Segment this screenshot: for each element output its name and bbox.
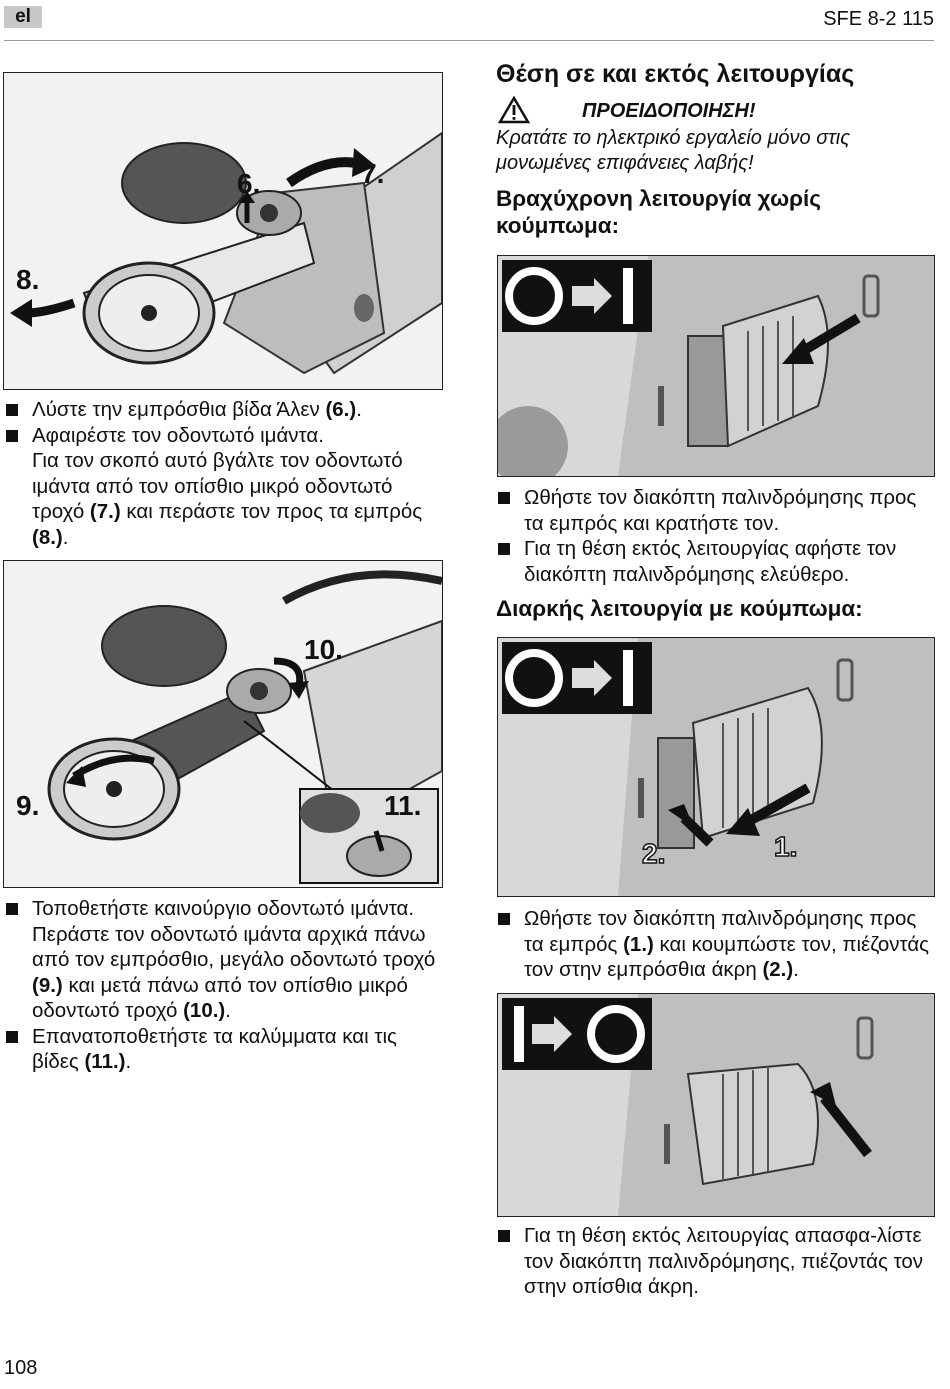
callout-7: 7. xyxy=(361,158,384,189)
figure-belt-installation: 10. 9. 11. xyxy=(3,560,443,888)
callout-9: 9. xyxy=(16,790,39,821)
warning-triangle-icon xyxy=(498,96,530,124)
figure-switch-momentary xyxy=(497,255,935,477)
figure-switch-locking: 2. 1. xyxy=(497,637,935,897)
figure-belt-removal: 6. 7. 8. xyxy=(3,72,443,390)
list-item: Επανατοποθετήστε τα καλύμματα και τις βί… xyxy=(4,1024,436,1075)
bullet-square-icon xyxy=(6,404,18,416)
callout-2: 2. xyxy=(642,838,665,869)
momentary-steps: Ωθήστε τον διακόπτη παλινδρόμησης προς τ… xyxy=(496,485,936,587)
warning-text: Κρατάτε το ηλεκτρικό εργαλείο μόνο στις … xyxy=(496,127,850,174)
callout-8: 8. xyxy=(16,264,39,295)
subsection-momentary: Βραχύχρονη λειτουργία χωρίς κούμπωμα: xyxy=(496,186,821,238)
list-item-continuation: Για τον σκοπό αυτό βγάλτε τον οδοντωτό ι… xyxy=(32,449,423,549)
figure-switch-unlock xyxy=(497,993,935,1217)
page-number: 108 xyxy=(4,1357,38,1379)
subsection-continuous: Διαρκής λειτουργία με κούμπωμα: xyxy=(496,596,863,621)
section-title: Θέση σε και εκτός λειτουργίας xyxy=(496,60,855,88)
list-item: Ωθήστε τον διακόπτη παλινδρόμησης προς τ… xyxy=(496,906,936,983)
unlock-steps: Για τη θέση εκτός λειτουργίας απασφα-λίσ… xyxy=(496,1223,936,1300)
continuous-steps: Ωθήστε τον διακόπτη παλινδρόμησης προς τ… xyxy=(496,906,936,983)
list-item: Ωθήστε τον διακόπτη παλινδρόμησης προς τ… xyxy=(496,485,936,536)
callout-1: 1. xyxy=(774,831,797,862)
list-item: Για τη θέση εκτός λειτουργίας αφήστε τον… xyxy=(496,536,936,587)
language-badge: el xyxy=(4,6,42,28)
list-item: Τοποθετήστε καινούργιο οδοντωτό ιμάντα. … xyxy=(4,896,436,1024)
list-item: Λύστε την εμπρόσθια βίδα Άλεν (6.). xyxy=(4,397,444,423)
callout-6: 6. xyxy=(237,168,260,199)
list-item: Αφαιρέστε τον οδοντωτό ιμάντα. xyxy=(4,423,444,449)
belt-removal-steps: Λύστε την εμπρόσθια βίδα Άλεν (6.). Αφαι… xyxy=(4,397,444,550)
bullet-square-icon xyxy=(6,1030,18,1043)
header-rule xyxy=(4,40,934,41)
bullet-square-icon xyxy=(498,492,510,504)
document-code: SFE 8-2 115 xyxy=(823,8,934,30)
bullet-square-icon xyxy=(498,913,510,925)
bullet-square-icon xyxy=(498,543,510,555)
bullet-square-icon xyxy=(6,903,18,915)
callout-10: 10. xyxy=(304,634,343,665)
bullet-square-icon xyxy=(6,429,18,442)
callout-11: 11. xyxy=(384,790,421,821)
list-item: Για τη θέση εκτός λειτουργίας απασφα-λίσ… xyxy=(496,1223,936,1300)
bullet-square-icon xyxy=(498,1230,510,1242)
belt-installation-steps: Τοποθετήστε καινούργιο οδοντωτό ιμάντα. … xyxy=(4,896,436,1075)
warning-label: ΠΡΟΕΙΔΟΠΟΙΗΣΗ! xyxy=(582,100,756,122)
